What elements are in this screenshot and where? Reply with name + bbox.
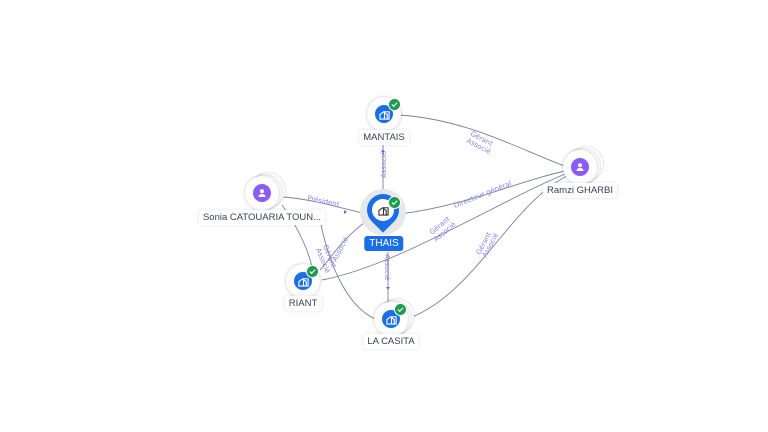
verified-check-icon [394, 303, 407, 316]
arrow-icon [386, 287, 390, 290]
node-label: MANTAIS [359, 130, 409, 145]
edge-label: Associé [383, 254, 391, 280]
verified-check-icon [306, 265, 319, 278]
edge-label: Associé [380, 152, 388, 178]
node-label: RIANT [284, 296, 322, 311]
edge-ramzi-thais [399, 169, 571, 215]
building-icon [375, 105, 393, 123]
edge-thais-riant [319, 219, 369, 271]
arrow-icon [381, 149, 385, 152]
person-icon [571, 158, 589, 176]
edge-label: Président [307, 194, 341, 209]
verified-check-icon [388, 98, 401, 111]
node-label: LA CASITA [363, 334, 419, 349]
edge-label: Directeur général [453, 179, 513, 209]
node-label: Ramzi GHARBI [543, 183, 617, 198]
edge-ramzi-riant [321, 171, 571, 281]
node-label: Sonia CATOUARIA TOUN... [198, 210, 326, 225]
verified-check-icon [388, 196, 401, 209]
edge-sonia-lacasita [319, 219, 379, 321]
arrow-icon [344, 210, 347, 214]
edge-ramzi-mantais [399, 114, 571, 169]
focus-node-label: THAIS [364, 236, 404, 251]
person-icon [253, 184, 271, 202]
